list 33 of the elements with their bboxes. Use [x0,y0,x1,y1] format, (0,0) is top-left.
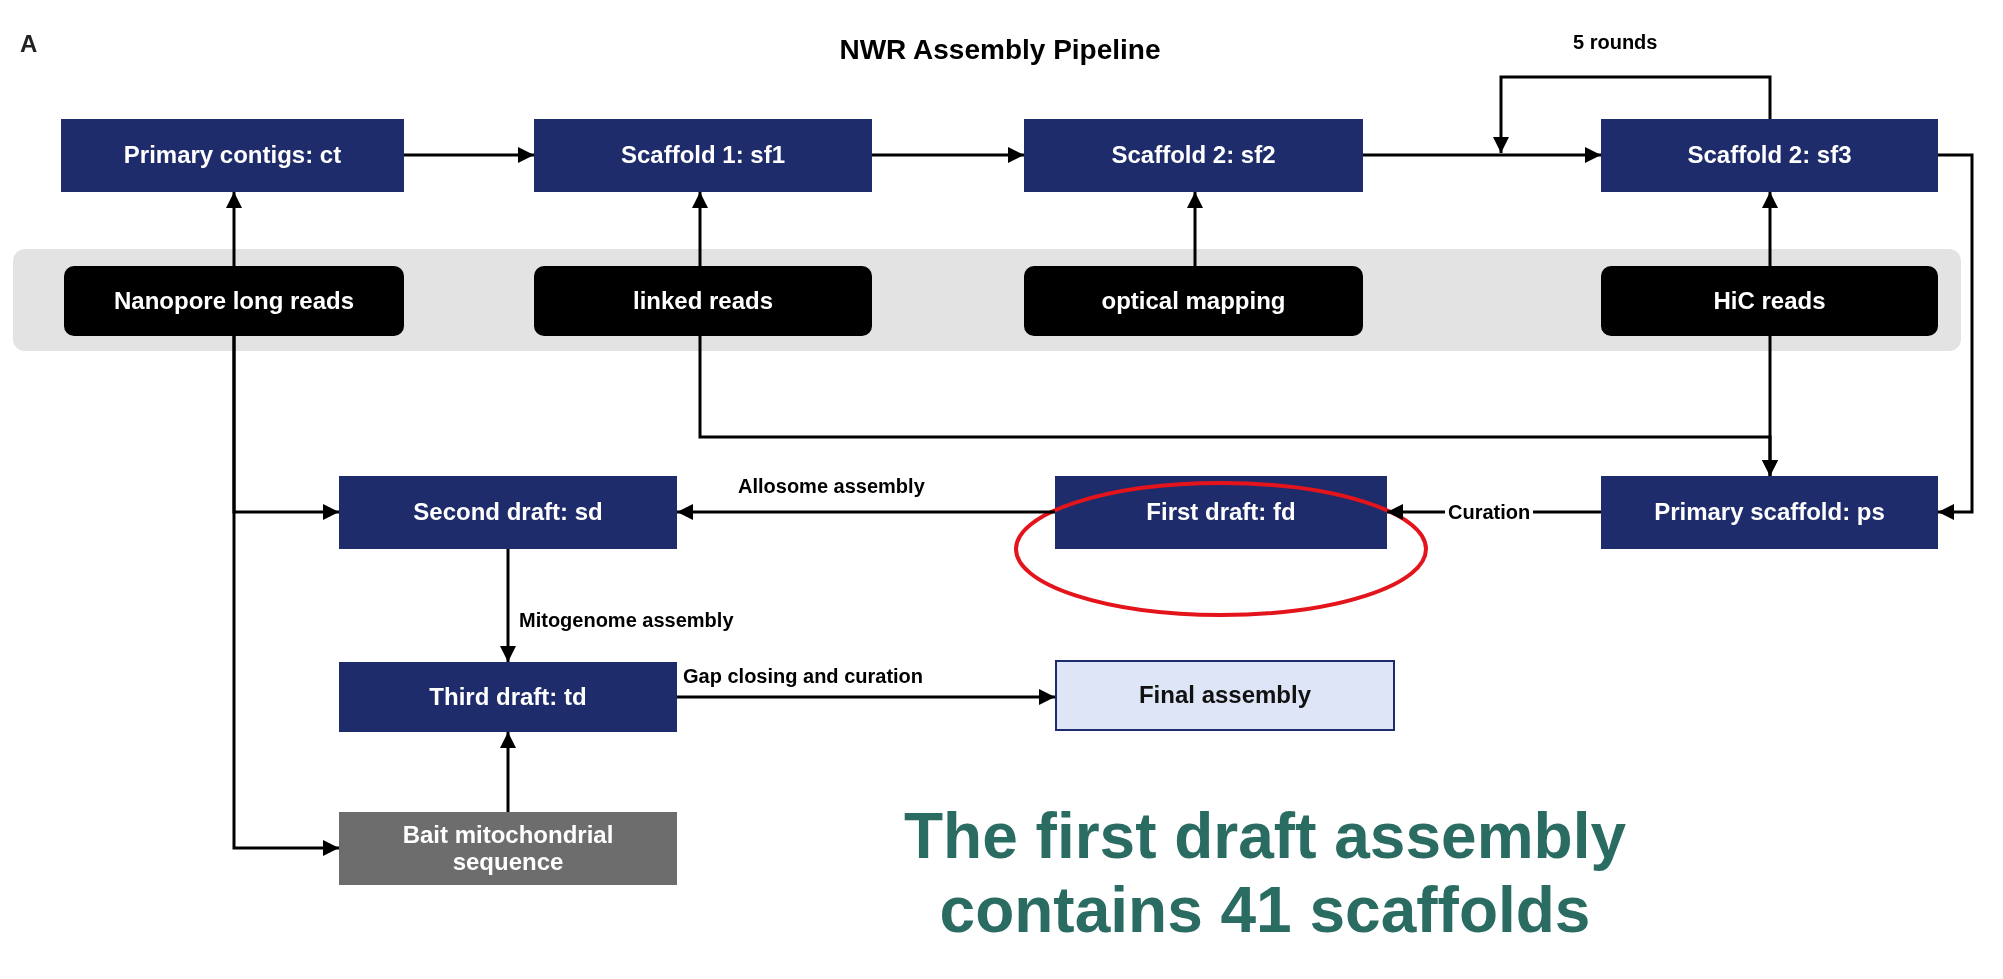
arrow [232,336,339,856]
input-data-box: optical mapping [1024,266,1363,336]
diagram-title: NWR Assembly Pipeline [838,34,1162,66]
arrow [677,504,1055,520]
arrow [1493,75,1772,153]
process-box: Scaffold 2: sf3 [1601,119,1938,192]
process-box: Scaffold 2: sf2 [1024,119,1363,192]
arrow [1938,153,1974,520]
result-box: Final assembly [1055,660,1395,731]
arrow [226,192,242,266]
summary-text: The first draft assembly contains 41 scaffolds [903,800,1627,948]
panel-letter: A [20,30,39,58]
input-data-box: linked reads [534,266,872,336]
arrow [692,192,708,266]
arrow [698,336,1778,476]
process-box: Primary scaffold: ps [1601,476,1938,549]
process-box: Third draft: td [339,662,677,732]
input-data-box: HiC reads [1601,266,1938,336]
arrow [677,689,1055,705]
input-band [13,249,1961,351]
arrow [1187,192,1203,266]
arrow [1363,147,1601,163]
arrow [1762,192,1778,266]
input-data-box: Nanopore long reads [64,266,404,336]
process-box: Second draft: sd [339,476,677,549]
arrow [872,147,1024,163]
arrow [500,732,516,812]
bait-box: Bait mitochondrial sequence [339,812,677,885]
process-box: Scaffold 1: sf1 [534,119,872,192]
arrow [500,549,516,662]
arrow [404,147,534,163]
process-box: Primary contigs: ct [61,119,404,192]
process-box: First draft: fd [1055,476,1387,549]
